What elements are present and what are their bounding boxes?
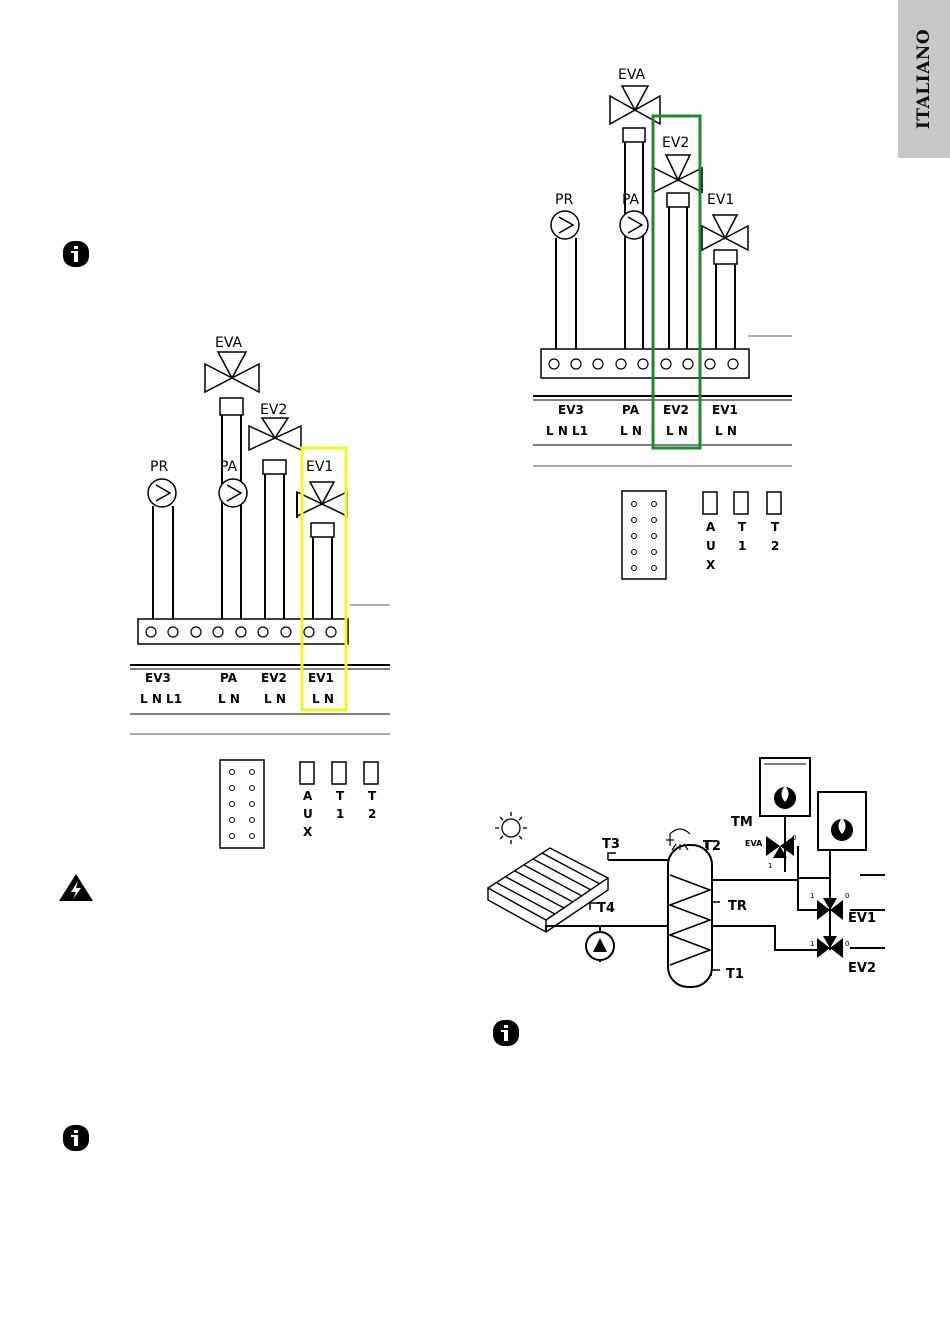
- three-way-valve-eva: [205, 352, 259, 392]
- group-pa-pins: L N: [620, 424, 642, 438]
- label-t2: T2: [703, 839, 721, 854]
- label-ev1: EV1: [848, 911, 876, 926]
- aux-x: X: [706, 558, 716, 572]
- t2-t: T: [368, 789, 377, 803]
- aux-a: A: [706, 520, 716, 534]
- group-ev1-pins: L N: [312, 692, 334, 706]
- group-ev2-name: EV2: [261, 671, 287, 685]
- aux-u: U: [706, 539, 716, 553]
- group-ev3-pins: L N L1: [546, 424, 588, 438]
- group-ev2-name: EV2: [663, 403, 689, 417]
- label-pa: PA: [622, 192, 640, 208]
- port-label-1: 1: [768, 862, 772, 870]
- label-t3: T3: [602, 837, 620, 852]
- info-icon: [60, 238, 92, 270]
- three-way-valve-ev1: [702, 215, 748, 250]
- hydraulic-diagram: T3 T4 T2 TR T1 TM EVA EV1 EV2 0 1 0 1 0 …: [480, 750, 900, 1000]
- storage-tank: [668, 845, 712, 987]
- label-eva: EVA: [215, 335, 243, 351]
- group-ev1-name: EV1: [308, 671, 334, 685]
- language-label: ITALIANO: [914, 29, 934, 129]
- label-ev2: EV2: [662, 135, 689, 151]
- connector-block: [220, 760, 264, 848]
- language-tab: ITALIANO: [898, 0, 950, 158]
- solar-collector: [488, 848, 608, 932]
- pump-pa: [620, 211, 648, 239]
- boiler-2: [818, 792, 866, 850]
- port-label-0: 0: [792, 834, 796, 842]
- three-way-valve-ev2: [249, 418, 301, 450]
- label-pa: PA: [220, 459, 238, 475]
- three-way-valve-ev1: [297, 482, 347, 516]
- label-tr: TR: [728, 899, 747, 914]
- sun-icon: [495, 812, 527, 844]
- group-pa-pins: L N: [218, 692, 240, 706]
- valve-ev2: [817, 936, 843, 958]
- port-label-1: 1: [810, 892, 814, 900]
- pump-pa: [219, 479, 247, 507]
- aux-a: A: [303, 789, 313, 803]
- group-ev2-pins: L N: [666, 424, 688, 438]
- t1-t: T: [336, 789, 345, 803]
- t2-2: 2: [771, 539, 779, 553]
- group-ev3-name: EV3: [558, 403, 584, 417]
- aux-u: U: [303, 807, 313, 821]
- warning-icon: [57, 872, 95, 904]
- circulation-pump: [586, 932, 614, 960]
- group-pa-name: PA: [220, 671, 238, 685]
- label-t1: T1: [726, 967, 744, 982]
- wiring-diagram-right: EVA EV2 PR PA EV1 EV3 L N L1 PA L N: [530, 60, 800, 590]
- t2-2: 2: [368, 807, 376, 821]
- group-ev3-name: EV3: [145, 671, 171, 685]
- t1-1: 1: [336, 807, 344, 821]
- port-label-0: 0: [845, 892, 849, 900]
- boiler-1: [760, 758, 810, 816]
- t1-t: T: [738, 520, 747, 534]
- label-pr: PR: [150, 459, 168, 475]
- label-pr: PR: [555, 192, 573, 208]
- port-label-0: 0: [845, 940, 849, 948]
- label-eva: EVA: [745, 839, 763, 848]
- info-icon: [60, 1122, 92, 1154]
- wiring-diagram-left: EVA EV2 PR PA EV1 EV3 L N L1 PA L N: [125, 330, 395, 860]
- pump-pr: [551, 211, 579, 239]
- t2-t: T: [771, 520, 780, 534]
- label-ev1: EV1: [707, 192, 734, 208]
- group-ev2-pins: L N: [264, 692, 286, 706]
- label-ev1: EV1: [306, 459, 333, 475]
- label-t4: T4: [597, 901, 615, 916]
- label-eva: EVA: [618, 67, 646, 83]
- group-ev1-pins: L N: [715, 424, 737, 438]
- aux-x: X: [303, 825, 313, 839]
- t1-1: 1: [738, 539, 746, 553]
- connector-block: [622, 491, 666, 579]
- label-tm: TM: [731, 815, 753, 830]
- label-ev2: EV2: [260, 402, 287, 418]
- three-way-valve-ev2: [654, 155, 702, 192]
- valve-eva: [766, 836, 794, 858]
- pump-pr: [148, 479, 176, 507]
- group-ev3-pins: L N L1: [140, 692, 182, 706]
- info-icon: [490, 1017, 522, 1049]
- label-ev2: EV2: [848, 961, 876, 976]
- port-label-1: 1: [810, 940, 814, 948]
- group-ev1-name: EV1: [712, 403, 738, 417]
- group-pa-name: PA: [622, 403, 640, 417]
